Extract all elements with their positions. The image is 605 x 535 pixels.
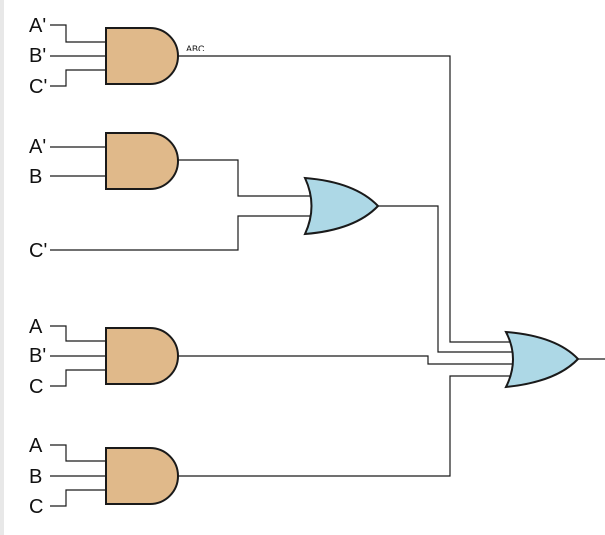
wire-g4-in-a xyxy=(50,325,106,342)
wire-g1-in-a xyxy=(50,24,106,43)
label-g5-a: A xyxy=(29,435,43,457)
label-g4-c: C xyxy=(29,376,43,398)
wire-g5-to-or2 xyxy=(178,375,512,477)
label-g1-b: B' xyxy=(29,45,46,67)
left-edge-strip xyxy=(0,0,4,535)
and-gate-2 xyxy=(105,132,179,190)
or-gate-final xyxy=(504,330,580,389)
label-g4-a: A xyxy=(29,316,43,338)
label-c-single: C' xyxy=(29,240,47,262)
wire-c-to-or1 xyxy=(50,215,312,251)
wire-g4-to-or2 xyxy=(178,355,514,365)
wire-g5-in-c xyxy=(50,489,106,507)
label-g2-a: A' xyxy=(29,136,46,158)
label-g5-b: B xyxy=(29,466,42,488)
wire-g4-in-c xyxy=(50,369,106,387)
and-gate-1 xyxy=(105,27,179,85)
wire-g1-to-or2 xyxy=(178,55,512,343)
label-g4-b: B' xyxy=(29,345,46,367)
wire-g2-to-or1 xyxy=(178,159,312,197)
wire-g5-in-a xyxy=(50,444,106,462)
label-g1-c: C' xyxy=(29,76,47,98)
label-g5-c: C xyxy=(29,496,43,518)
wire-or1-to-or2 xyxy=(378,205,512,353)
wire-g1-in-c xyxy=(50,69,106,87)
label-g1-a: A' xyxy=(29,15,46,37)
label-g2-b: B xyxy=(29,166,42,188)
output-fragment-label: ABC xyxy=(186,44,205,54)
and-gate-3 xyxy=(105,327,179,385)
and-gate-4 xyxy=(105,447,179,505)
or-gate-1 xyxy=(303,176,380,236)
